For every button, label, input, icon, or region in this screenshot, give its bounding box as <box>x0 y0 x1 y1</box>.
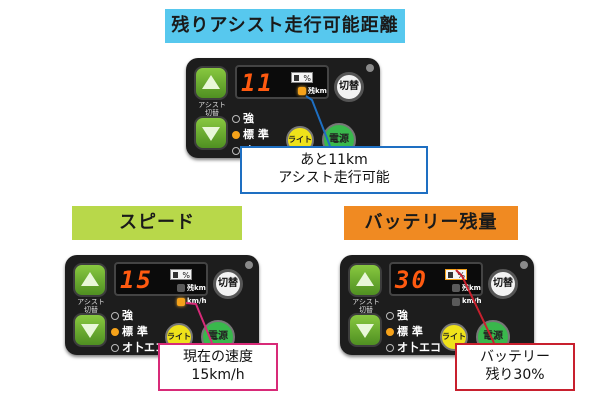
lcd-display: 15 % <box>114 262 208 296</box>
battery-icon: % <box>170 269 192 280</box>
sensor-dot <box>520 261 528 269</box>
mode-off-led <box>232 147 240 155</box>
remaining-km-label: 残km <box>462 284 481 292</box>
mode-standard: 標 準 <box>111 323 148 339</box>
remaining-km-led <box>452 284 460 292</box>
mode-standard: 標 準 <box>386 323 423 339</box>
mode-strong-led <box>111 312 119 320</box>
mode-standard: 標 準 <box>232 126 269 142</box>
mode-strong-led <box>386 312 394 320</box>
mode-strong: 強 <box>111 307 133 323</box>
display-digits: 11 <box>241 69 274 97</box>
mode-off-led <box>386 344 394 352</box>
remaining-km-led <box>298 87 306 95</box>
assist-down-button[interactable] <box>73 313 107 347</box>
assist-label: アシスト切替 <box>352 298 380 314</box>
display-digits: 30 <box>395 266 428 294</box>
section-title-battery: バッテリー残量 <box>344 206 518 240</box>
mode-off: オ卜エコ <box>111 339 166 355</box>
mode-off: オ卜エコ <box>386 339 441 355</box>
control-panel-speed: アシスト切替 15 % 残km km/h 切替 強 標 準 オ卜エコ ライト 電… <box>65 255 259 355</box>
mode-off-led <box>111 344 119 352</box>
assist-up-button[interactable] <box>348 263 382 297</box>
leader-line-battery <box>455 269 495 344</box>
remaining-km-label: 残km <box>187 284 206 292</box>
sensor-dot <box>366 64 374 72</box>
arrow-up-icon <box>81 272 99 286</box>
assist-down-button[interactable] <box>194 116 228 150</box>
lcd-display: 30 % <box>389 262 483 296</box>
section-title-speed: スピード <box>72 206 242 240</box>
callout-speed-line1: 現在の速度 <box>183 349 253 365</box>
mode-switch-button[interactable]: 切替 <box>213 269 243 299</box>
callout-speed: 現在の速度 15km/h <box>158 343 278 391</box>
callout-battery: バッテリー 残り30% <box>455 343 575 391</box>
mode-strong: 強 <box>232 110 254 126</box>
speed-led <box>177 298 185 306</box>
callout-battery-line2: 残り30% <box>485 367 545 383</box>
callout-speed-line2: 15km/h <box>191 367 245 383</box>
assist-label: アシスト切替 <box>77 298 105 314</box>
mode-strong-led <box>232 115 240 123</box>
leader-line-range <box>305 95 331 147</box>
callout-range-line1: あと11km <box>300 152 368 168</box>
callout-range: あと11km アシスト走行可能 <box>240 146 428 194</box>
speed-label: km/h <box>462 297 482 305</box>
section-title-range: 残りアシスト走行可能距離 <box>165 9 405 43</box>
callout-battery-line1: バッテリー <box>480 349 550 365</box>
lcd-display: 11 % <box>235 65 329 99</box>
speed-led <box>452 298 460 306</box>
sensor-dot <box>245 261 253 269</box>
mode-standard-led <box>386 328 394 336</box>
mode-switch-button[interactable]: 切替 <box>334 72 364 102</box>
display-digits: 15 <box>120 266 153 294</box>
battery-icon: % <box>291 72 313 83</box>
speed-label: km/h <box>187 297 207 305</box>
arrow-down-icon <box>356 324 374 338</box>
assist-down-button[interactable] <box>348 313 382 347</box>
leader-line-speed <box>185 302 213 344</box>
remaining-km-led <box>177 284 185 292</box>
remaining-km-label: 残km <box>308 87 327 95</box>
arrow-down-icon <box>202 127 220 141</box>
mode-standard-led <box>232 131 240 139</box>
assist-up-button[interactable] <box>73 263 107 297</box>
mode-standard-led <box>111 328 119 336</box>
mode-strong: 強 <box>386 307 408 323</box>
arrow-up-icon <box>202 75 220 89</box>
assist-label: アシスト切替 <box>198 101 226 117</box>
callout-range-line2: アシスト走行可能 <box>278 170 390 186</box>
arrow-up-icon <box>356 272 374 286</box>
arrow-down-icon <box>81 324 99 338</box>
assist-up-button[interactable] <box>194 66 228 100</box>
mode-switch-button[interactable]: 切替 <box>488 269 518 299</box>
control-panel-battery: アシスト切替 30 % 残km km/h 切替 強 標 準 オ卜エコ ライト 電… <box>340 255 534 355</box>
